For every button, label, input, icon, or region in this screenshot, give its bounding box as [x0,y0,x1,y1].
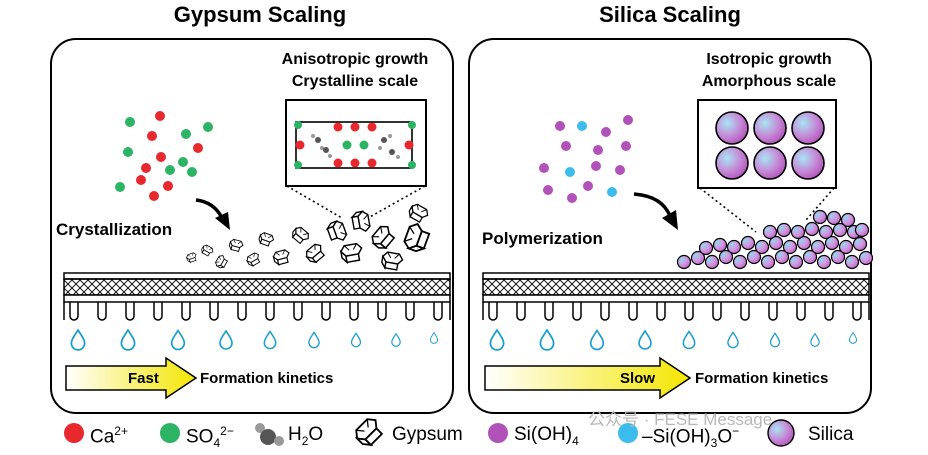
isotropic-growth-label: Isotropic growth [706,51,832,68]
formation-kinetics-label-left: Formation kinetics [200,370,334,387]
slow-label: Slow [620,370,656,387]
fast-kinetics-arrow [65,356,198,400]
legend-water: H2O [288,424,324,448]
ion-cloud-gypsum [115,111,213,201]
crystalline-inset-box [285,99,427,187]
crystallization-label: Crystallization [56,220,173,239]
legend-silicic-acid: Si(OH)4 [514,424,579,448]
amorphous-scale-label: Amorphous scale [701,73,837,90]
calcium-legend-dot [64,423,84,443]
legend-symbols [64,414,795,450]
sulfate-legend-dot [160,423,180,443]
anisotropic-growth-label: Anisotropic growth [281,51,429,68]
legend-calcium: Ca2+ [90,424,128,448]
polymerization-label: Polymerization [482,229,603,248]
water-molecule-icon [255,423,284,446]
permeate-drops-left [70,329,439,351]
legend-sulfate: SO42− [186,424,234,451]
formation-kinetics-label-right: Formation kinetics [695,370,829,387]
membrane-left [63,272,451,321]
silicic-acid-legend-dot [488,423,508,443]
legend-gypsum: Gypsum [392,424,463,445]
legend: Ca2+ SO42− H2O Gypsum Si(OH)4 –Si(OH)3O−… [0,418,928,452]
crystalline-scale-label: Crystalline scale [291,73,419,90]
slow-kinetics-arrow [484,356,692,400]
crystallization-arrow [195,198,224,219]
silica-particle-icon [767,419,795,447]
gypsum-scaling-title: Gypsum Scaling [173,2,347,27]
gypsum-crystals [185,201,432,272]
legend-silanol: –Si(OH)3O− [642,424,740,451]
legend-silica: Silica [808,424,854,445]
ion-cloud-silica [539,115,633,203]
silica-scaling-title: Silica Scaling [599,2,741,27]
polymerization-arrow [633,192,672,217]
gypsum-lattice [294,121,416,169]
fast-label: Fast [128,370,159,387]
silica-particles-inset [715,111,825,180]
silanol-legend-dot [618,423,638,443]
permeate-drops-right [489,329,858,351]
membrane-right [482,272,870,321]
watermark: 公众号 · FESE Message [588,410,773,429]
silica-deposit [676,209,874,270]
